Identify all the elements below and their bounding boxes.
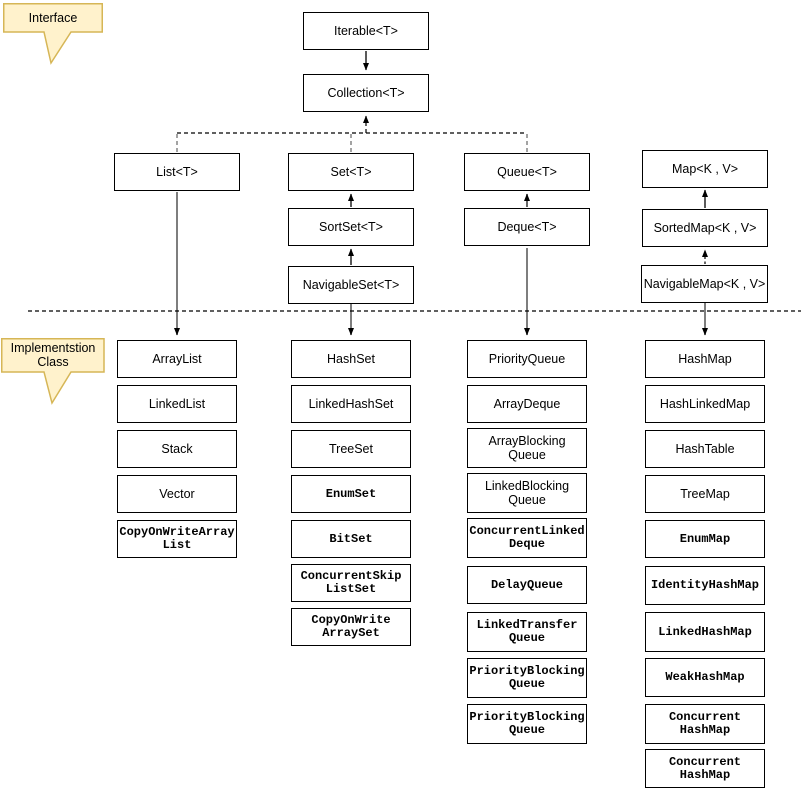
interface-box-sortedmap: SortedMap<K , V> (642, 209, 768, 247)
impl-box-enummap: EnumMap (645, 520, 765, 558)
impl-box-linkedblockingqueue: LinkedBlocking Queue (467, 473, 587, 513)
interface-box-navigablemap: NavigableMap<K , V> (641, 265, 768, 303)
impl-box-linkedhashset: LinkedHashSet (291, 385, 411, 423)
impl-box-stack: Stack (117, 430, 237, 468)
impl-box-priorityblockingqueue-1: PriorityBlocking Queue (467, 658, 587, 698)
impl-box-linkedhashmap: LinkedHashMap (645, 612, 765, 652)
impl-box-linkedlist: LinkedList (117, 385, 237, 423)
impl-box-copyonwritearrayset: CopyOnWrite ArraySet (291, 608, 411, 646)
interface-box-queue: Queue<T> (464, 153, 590, 191)
callout-interface-bubble (3, 3, 103, 65)
impl-box-priorityblockingqueue-2: PriorityBlocking Queue (467, 704, 587, 744)
callout-interface: Interface (3, 3, 103, 65)
impl-box-hashtable: HashTable (645, 430, 765, 468)
interface-box-deque: Deque<T> (464, 208, 590, 246)
interface-box-set: Set<T> (288, 153, 414, 191)
impl-box-arrayblockingqueue: ArrayBlocking Queue (467, 428, 587, 468)
impl-box-copyonwritearraylist: CopyOnWriteArray List (117, 520, 237, 558)
interface-box-collection: Collection<T> (303, 74, 429, 112)
impl-box-concurrenthashmap-1: Concurrent HashMap (645, 704, 765, 744)
interface-box-iterable: Iterable<T> (303, 12, 429, 50)
impl-box-linkedtransferqueue: LinkedTransfer Queue (467, 612, 587, 652)
interface-box-map: Map<K , V> (642, 150, 768, 188)
impl-box-concurrentskiplistset: ConcurrentSkip ListSet (291, 564, 411, 602)
callout-implementation-bubble (1, 338, 105, 405)
impl-box-arraydeque: ArrayDeque (467, 385, 587, 423)
callout-implementation-label: Implementstion Class (10, 341, 96, 369)
impl-box-concurrentlinkeddeque: ConcurrentLinked Deque (467, 518, 587, 558)
impl-box-priorityqueue: PriorityQueue (467, 340, 587, 378)
impl-box-weakhashmap: WeakHashMap (645, 658, 765, 697)
interface-box-navigableset: NavigableSet<T> (288, 266, 414, 304)
impl-box-identityhashmap: IdentityHashMap (645, 566, 765, 605)
interface-box-list: List<T> (114, 153, 240, 191)
impl-box-hashset: HashSet (291, 340, 411, 378)
impl-box-concurrenthashmap-2: Concurrent HashMap (645, 749, 765, 788)
impl-box-hashlinkedmap: HashLinkedMap (645, 385, 765, 423)
impl-box-bitset: BitSet (291, 520, 411, 558)
impl-box-delayqueue: DelayQueue (467, 566, 587, 604)
callout-implementation-class: Implementstion Class (1, 338, 105, 406)
impl-box-treemap: TreeMap (645, 475, 765, 513)
impl-box-arraylist: ArrayList (117, 340, 237, 378)
callout-interface-label: Interface (28, 10, 78, 25)
interface-box-sortset: SortSet<T> (288, 208, 414, 246)
impl-box-vector: Vector (117, 475, 237, 513)
impl-box-enumset: EnumSet (291, 475, 411, 513)
impl-box-hashmap: HashMap (645, 340, 765, 378)
impl-box-treeset: TreeSet (291, 430, 411, 468)
